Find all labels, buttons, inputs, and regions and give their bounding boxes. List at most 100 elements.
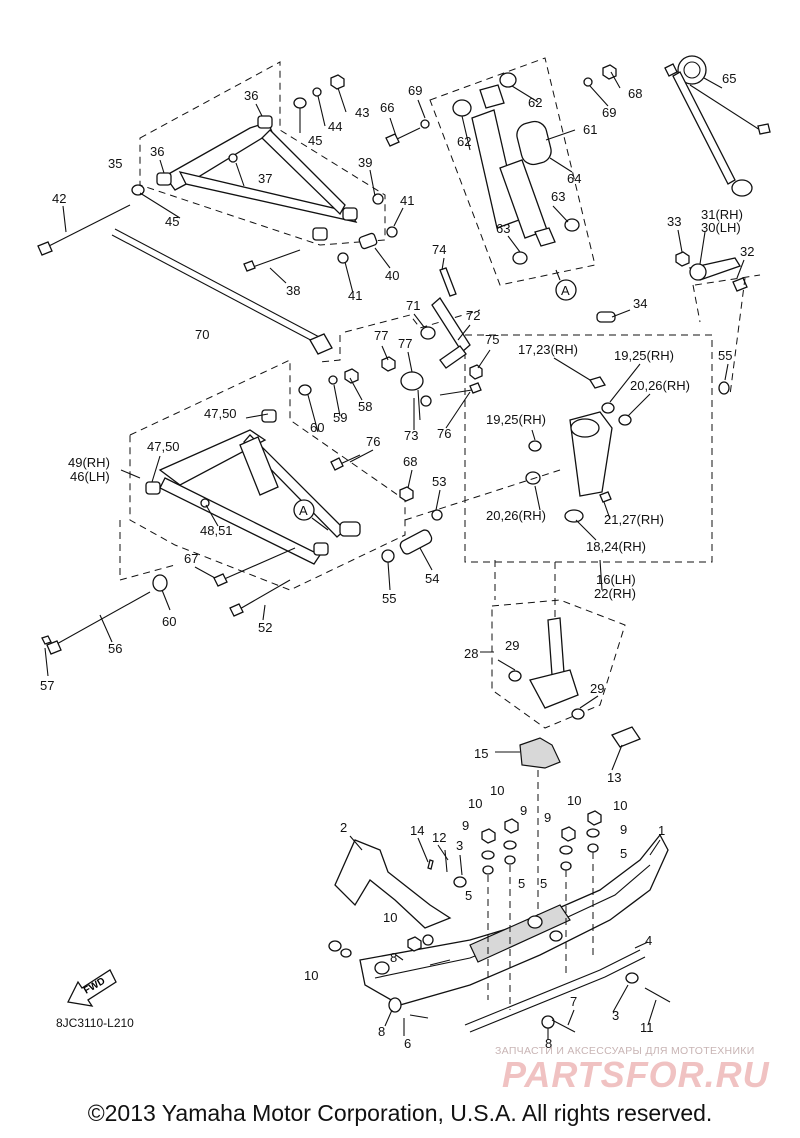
copyright-notice: ©2013 Yamaha Motor Corporation, U.S.A. A… (87, 1100, 713, 1126)
callout-10: 10 (304, 968, 318, 983)
callout-63: 63 (551, 189, 565, 204)
callout-62: 62 (457, 134, 471, 149)
callout-1: 1 (658, 823, 665, 838)
callout-10: 10 (468, 796, 482, 811)
callout-29: 29 (505, 638, 519, 653)
callout-10: 10 (567, 793, 581, 808)
callout-15: 15 (474, 746, 488, 761)
callout-20-26: 20,26(RH) (630, 378, 690, 393)
callout-9: 9 (544, 810, 551, 825)
callout-3: 3 (612, 1008, 619, 1023)
callout-54: 54 (425, 571, 439, 586)
callout-53: 53 (432, 474, 446, 489)
callout-13: 13 (607, 770, 621, 785)
callout-45: 45 (308, 133, 322, 148)
callout-76: 76 (366, 434, 380, 449)
callout-8: 8 (390, 950, 397, 965)
spindle-group (464, 311, 730, 563)
lower-a-arm-group (41, 359, 443, 655)
callout-10: 10 (490, 783, 504, 798)
callout-7: 7 (570, 994, 577, 1009)
callout-74: 74 (432, 242, 446, 257)
callout-73: 73 (404, 428, 418, 443)
pivot-block-group (519, 726, 641, 940)
callout-5: 5 (518, 876, 525, 891)
callout-18-24: 18,24(RH) (586, 539, 646, 554)
callout-10: 10 (383, 910, 397, 925)
fwd-arrow-icon: FWD (67, 969, 117, 1007)
callout-3: 3 (456, 838, 463, 853)
callout-56: 56 (108, 641, 122, 656)
callout-45: 45 (165, 214, 179, 229)
ski-spindle-group (491, 599, 626, 729)
callout-77: 77 (398, 336, 412, 351)
callout-5: 5 (620, 846, 627, 861)
callout-11: 11 (640, 1020, 654, 1035)
callout-10: 10 (613, 798, 627, 813)
callout-36: 36 (150, 144, 164, 159)
callout-59: 59 (333, 410, 347, 425)
shock-absorber-group (385, 57, 617, 286)
callout-9: 9 (462, 818, 469, 833)
callout-75: 75 (485, 332, 499, 347)
tie-rod-group (37, 204, 333, 355)
callout-55: 55 (718, 348, 732, 363)
callout-29: 29 (590, 681, 604, 696)
callout-76: 76 (437, 426, 451, 441)
callout-9: 9 (620, 822, 627, 837)
callout-14: 14 (410, 823, 424, 838)
callout-77: 77 (374, 328, 388, 343)
callout-30: 30(LH) (701, 220, 741, 235)
callout-6: 6 (404, 1036, 411, 1051)
callout-47-50: 47,50 (147, 439, 180, 454)
watermark-caption: ЗАПЧАСТИ И АКСЕССУАРЫ ДЛЯ МОТОТЕХНИКИ (495, 1045, 755, 1057)
callout-67: 67 (184, 551, 198, 566)
callout-66: 66 (380, 100, 394, 115)
callout-68: 68 (628, 86, 642, 101)
callout-21-27: 21,27(RH) (604, 512, 664, 527)
callout-48-51: 48,51 (200, 523, 233, 538)
marker-a-label: A (299, 503, 308, 518)
callout-44: 44 (328, 119, 342, 134)
callout-41: 41 (400, 193, 414, 208)
callout-31: 31(RH) (701, 207, 743, 222)
callout-37: 37 (258, 171, 272, 186)
callout-65: 65 (722, 71, 736, 86)
callout-41: 41 (348, 288, 362, 303)
callout-28: 28 (464, 646, 478, 661)
callout-32: 32 (740, 244, 754, 259)
callout-22: 22(RH) (594, 586, 636, 601)
callout-34: 34 (633, 296, 647, 311)
callout-60: 60 (162, 614, 176, 629)
callout-9: 9 (520, 803, 527, 818)
ski-group (328, 810, 671, 1033)
diagram-code: 8JC3110-L210 (56, 1016, 134, 1030)
callout-43: 43 (355, 105, 369, 120)
callout-46: 46(LH) (70, 469, 110, 484)
callout-36: 36 (244, 88, 258, 103)
callout-38: 38 (286, 283, 300, 298)
reference-marker-a: A (293, 499, 329, 531)
callout-61: 61 (583, 122, 597, 137)
callout-42: 42 (52, 191, 66, 206)
callout-8: 8 (378, 1024, 385, 1039)
callout-63: 63 (496, 221, 510, 236)
upper-a-arm-group (131, 61, 398, 272)
callout-4: 4 (645, 933, 652, 948)
callout-69: 69 (602, 105, 616, 120)
callout-33: 33 (667, 214, 681, 229)
callout-57: 57 (40, 678, 54, 693)
callout-62: 62 (528, 95, 542, 110)
callout-12: 12 (432, 830, 446, 845)
callout-40: 40 (385, 268, 399, 283)
callout-71: 71 (406, 298, 420, 313)
callout-70: 70 (195, 327, 209, 342)
callout-17-23: 17,23(RH) (518, 342, 578, 357)
callout-52: 52 (258, 620, 272, 635)
callout-labels: 1 2 3 3 4 5 5 5 5 6 7 8 8 8 9 9 9 9 10 1… (40, 71, 754, 1051)
callout-8: 8 (545, 1036, 552, 1051)
watermark-logo: PARTSFOR.RU (502, 1054, 770, 1095)
steering-column-group (664, 55, 771, 197)
callout-5: 5 (465, 888, 472, 903)
